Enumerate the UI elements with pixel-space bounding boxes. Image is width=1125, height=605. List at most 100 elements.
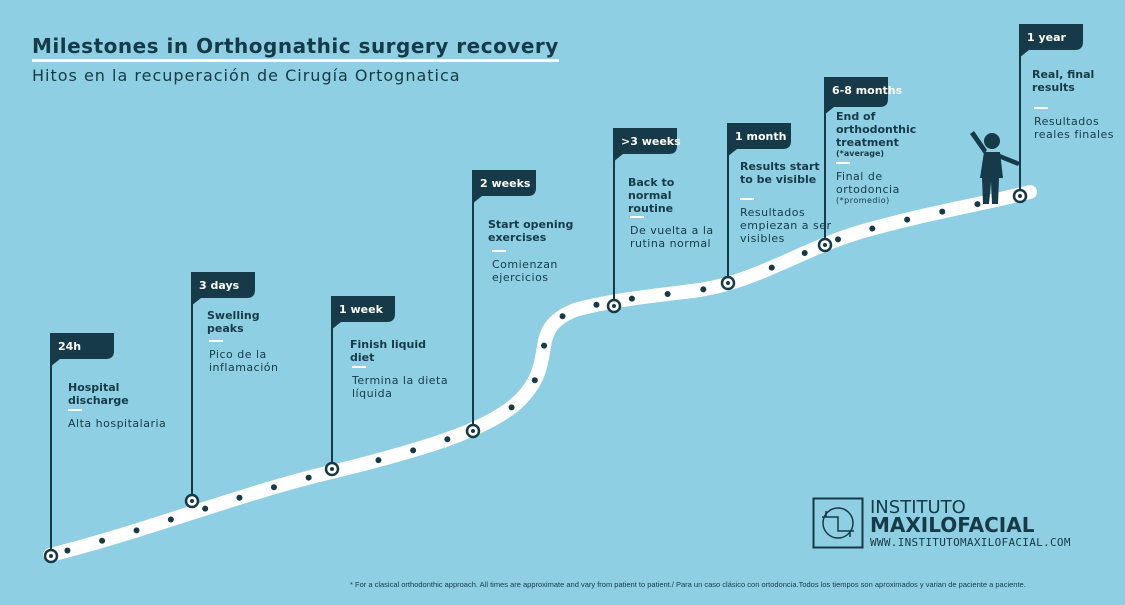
milestone-flag bbox=[727, 123, 791, 157]
milestone-label-en: Swelling peaks bbox=[207, 309, 297, 335]
milestone-label-en: Results start to be visible bbox=[740, 160, 820, 186]
milestone-flag bbox=[1019, 24, 1083, 58]
road-dot bbox=[133, 527, 140, 534]
milestone-label-es-text: De vuelta a la rutina normal bbox=[630, 224, 714, 250]
milestone-time-label: 1 month bbox=[735, 130, 786, 143]
milestone-node-center bbox=[726, 281, 730, 285]
page-title: Milestones in Orthognathic surgery recov… bbox=[32, 34, 559, 62]
milestone-node-center bbox=[471, 429, 475, 433]
milestone-label-en-text: Back to normal routine bbox=[628, 176, 675, 215]
milestone-label-es-text: Resultados empiezan a ser visibles bbox=[740, 206, 832, 245]
institute-logo: INSTITUTO MAXILOFACIAL WWW.INSTITUTOMAXI… bbox=[812, 497, 1070, 552]
milestone-label-es: Comienzan ejercicios bbox=[492, 258, 592, 284]
milestone-label-es: Termina la dieta líquida bbox=[352, 374, 452, 400]
road-dot bbox=[444, 436, 451, 443]
milestone-node-center bbox=[823, 243, 827, 247]
milestone-label-es-text: Resultados reales finales bbox=[1034, 115, 1115, 141]
road-dot bbox=[64, 547, 71, 554]
milestone-divider bbox=[68, 409, 82, 411]
milestone-label-en-text: End of orthodonthic treatment bbox=[836, 110, 917, 149]
milestone-flag bbox=[824, 77, 888, 115]
milestone-label-es: Resultados reales finales bbox=[1034, 115, 1124, 141]
milestone-label-es-text: Pico de la inflamación bbox=[209, 348, 279, 374]
milestone-time-label: >3 weeks bbox=[621, 135, 681, 148]
road-dot bbox=[904, 216, 911, 223]
road-path bbox=[43, 185, 1037, 562]
milestone-label-es: Pico de la inflamación bbox=[209, 348, 319, 374]
milestone-time-label: 1 year bbox=[1027, 31, 1067, 44]
milestone-label-en: End of orthodonthic treatment(*average) bbox=[836, 110, 946, 159]
road-dot bbox=[167, 516, 174, 523]
milestone-label-es: Alta hospitalaria bbox=[68, 417, 178, 430]
milestone-label-es-text: Comienzan ejercicios bbox=[492, 258, 558, 284]
road-dot bbox=[628, 295, 635, 302]
milestone-divider bbox=[740, 198, 754, 200]
milestone-divider bbox=[352, 366, 366, 368]
road-dot bbox=[410, 447, 417, 454]
road-dot bbox=[939, 208, 946, 215]
road-dot bbox=[664, 290, 671, 297]
milestone-label-es: De vuelta a la rutina normal bbox=[630, 224, 730, 250]
milestone-label-en-text: Real, final results bbox=[1032, 68, 1095, 94]
milestone-label-en-note: (*average) bbox=[836, 149, 885, 158]
road-dot bbox=[375, 457, 382, 464]
milestone-flag bbox=[191, 272, 255, 306]
milestone-divider bbox=[492, 250, 506, 252]
road-dot bbox=[869, 225, 876, 232]
milestone-label-en: Start opening exercises bbox=[488, 218, 588, 244]
milestone-divider bbox=[836, 162, 850, 164]
milestone-time-label: 2 weeks bbox=[480, 177, 531, 190]
milestone-flag bbox=[613, 128, 677, 162]
page-subtitle: Hitos en la recuperación de Cirugía Orto… bbox=[32, 66, 461, 85]
milestone-node-center bbox=[330, 467, 334, 471]
milestone-node-center bbox=[49, 554, 53, 558]
road-dot bbox=[508, 404, 515, 411]
milestone-label-en: Back to normal routine bbox=[628, 176, 708, 215]
milestone-time-label: 1 week bbox=[339, 303, 384, 316]
milestone-label-en-text: Hospital discharge bbox=[68, 381, 129, 407]
milestone-node-center bbox=[1018, 194, 1022, 198]
institute-logo-mark-icon bbox=[812, 497, 864, 549]
road-dot bbox=[531, 377, 538, 384]
road-dot bbox=[305, 474, 312, 481]
road-dot bbox=[236, 494, 243, 501]
road-dot bbox=[559, 313, 566, 320]
milestone-label-es-text: Alta hospitalaria bbox=[68, 417, 167, 430]
milestone-label-en: Finish liquid diet bbox=[350, 338, 450, 364]
road-dot bbox=[700, 286, 707, 293]
road-dot bbox=[541, 342, 548, 349]
milestone-label-en-text: Swelling peaks bbox=[207, 309, 260, 335]
milestone-label-en-text: Finish liquid diet bbox=[350, 338, 426, 364]
milestone-label-en-text: Start opening exercises bbox=[488, 218, 574, 244]
milestone-label-es-note: (*promedio) bbox=[836, 196, 890, 205]
milestone-flag bbox=[472, 170, 536, 204]
road-dot bbox=[593, 301, 600, 308]
milestone-divider bbox=[630, 216, 644, 218]
milestone-node-center bbox=[612, 304, 616, 308]
logo-website: WWW.INSTITUTOMAXILOFACIAL.COM bbox=[870, 536, 1071, 549]
milestone-label-es: Final de ortodoncia(*promedio) bbox=[836, 170, 946, 206]
road-dot bbox=[270, 484, 277, 491]
footnote: * For a clasical orthodonthic approach. … bbox=[350, 580, 1026, 589]
person-celebrating-icon bbox=[970, 131, 1020, 204]
milestone-node-center bbox=[190, 499, 194, 503]
logo-line-2: MAXILOFACIAL bbox=[870, 513, 1035, 537]
milestone-label-es: Resultados empiezan a ser visibles bbox=[740, 206, 840, 245]
milestone-time-label: 6-8 months bbox=[832, 84, 903, 97]
road-dot bbox=[801, 250, 808, 257]
milestone-label-en-text: Results start to be visible bbox=[740, 160, 820, 186]
road-dot bbox=[768, 264, 775, 271]
milestone-label-en: Hospital discharge bbox=[68, 381, 158, 407]
road-dots bbox=[64, 201, 981, 554]
milestone-label-en: Real, final results bbox=[1032, 68, 1112, 94]
road-dot bbox=[834, 236, 841, 243]
milestone-label-es-text: Termina la dieta líquida bbox=[352, 374, 449, 400]
milestone-divider bbox=[1034, 107, 1048, 109]
milestone-flag bbox=[331, 296, 395, 330]
milestone-label-es-text: Final de ortodoncia bbox=[836, 170, 900, 196]
milestone-flag bbox=[50, 333, 114, 367]
milestone-time-label: 24h bbox=[58, 340, 81, 353]
